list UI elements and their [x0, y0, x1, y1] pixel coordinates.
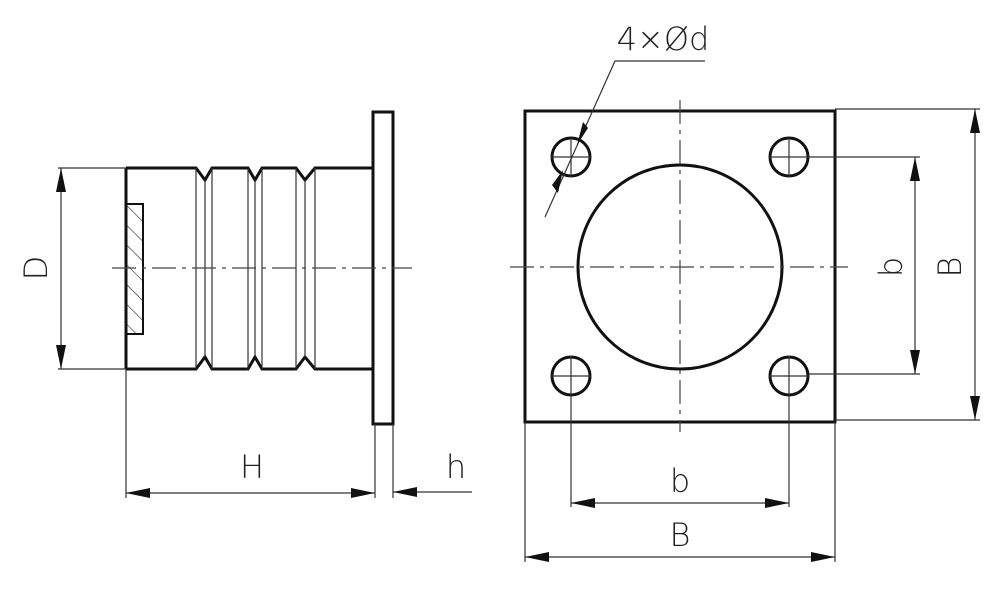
arrow-icon [571, 498, 595, 508]
label-B-vertical: B [931, 257, 969, 278]
label-holes: 4×Ød [617, 20, 710, 58]
label-B-horizontal: B [670, 516, 691, 554]
label-b-horizontal: b [670, 462, 690, 500]
arrow-icon [126, 488, 150, 498]
arrow-icon [525, 552, 549, 562]
arrow-icon [910, 157, 920, 181]
bolt-holes [550, 136, 810, 397]
arrow-icon [577, 122, 588, 145]
label-h: h [446, 448, 466, 486]
hatched-insert [125, 203, 144, 335]
arrow-icon [552, 170, 563, 193]
label-D: D [17, 256, 55, 281]
label-b-vertical: b [872, 257, 910, 277]
arrow-icon [56, 168, 66, 192]
front-view: 4×Ød b B b B [510, 20, 980, 562]
arrow-icon [765, 498, 789, 508]
label-H: H [240, 448, 264, 486]
arrow-icon [56, 345, 66, 369]
side-view: D H h [17, 110, 472, 498]
arrow-icon [970, 396, 980, 420]
arrow-icon [910, 350, 920, 374]
arrow-icon [970, 109, 980, 133]
arrow-icon [351, 488, 375, 498]
arrow-icon [811, 552, 835, 562]
arrow-icon [393, 487, 417, 497]
